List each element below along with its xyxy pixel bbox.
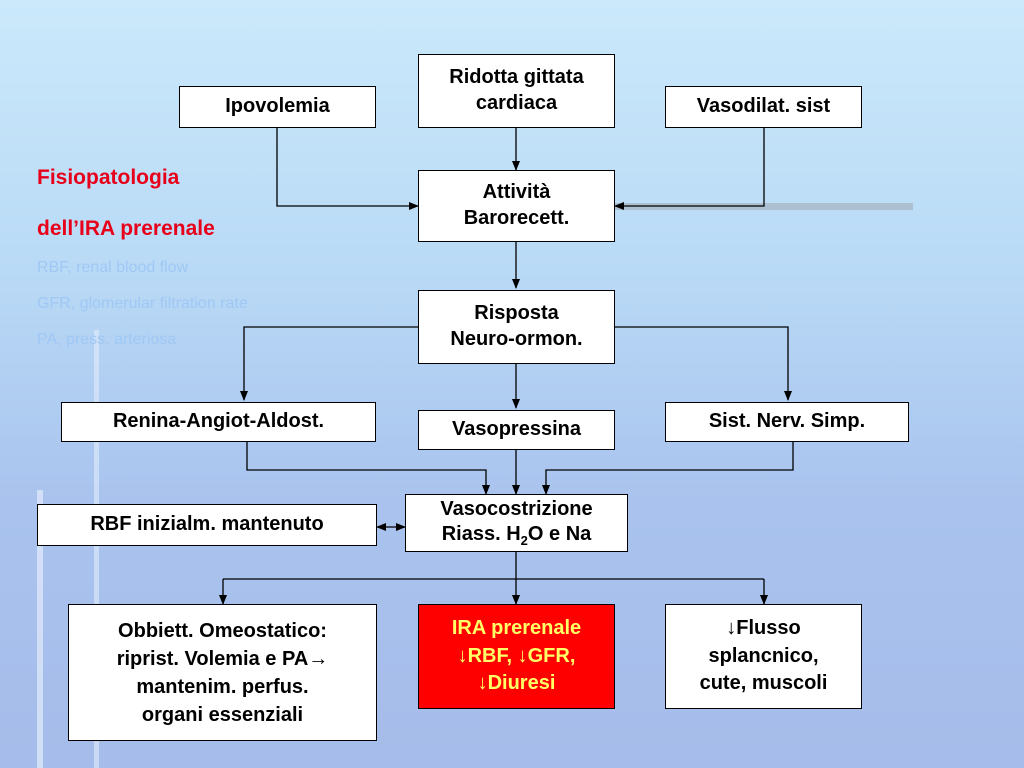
arrow-risposta-to-sistnerv	[615, 326, 792, 401]
abbrev-note-gfr: GFR, glomerular filtration rate	[37, 295, 248, 312]
box-text: Riass. H	[441, 522, 521, 545]
box-ira-prerenale: IRA prerenale ↓RBF, ↓GFR, ↓Diuresi	[418, 604, 615, 709]
subscript: 2	[520, 532, 528, 548]
box-ipovolemia: Ipovolemia	[179, 86, 376, 128]
box-text: mantenim. perfus.	[136, 675, 309, 698]
box-rbf-inizialm-mantenuto: RBF inizialm. mantenuto	[37, 504, 377, 546]
box-text: RBF inizialm. mantenuto	[90, 513, 324, 536]
box-flusso-splancnico: ↓Flusso splancnico, cute, muscoli	[665, 604, 862, 709]
box-sist-nerv-simp: Sist. Nerv. Simp.	[665, 402, 909, 442]
box-text: Ridotta gittata	[449, 66, 584, 89]
box-risposta-neuro-ormon: Risposta Neuro-ormon.	[418, 290, 615, 364]
slide-title-line1: Fisiopatologia	[37, 166, 180, 189]
box-text: Risposta	[474, 302, 559, 325]
box-text: Barorecett.	[463, 207, 570, 229]
box-text: cute, muscoli	[699, 672, 828, 695]
box-text: Vasodilat. sist	[696, 95, 831, 118]
box-text: Attività	[482, 181, 551, 204]
arrow-vasodilat-to-attivita	[614, 128, 765, 210]
arrow-risposta-to-renina	[240, 326, 418, 401]
box-text: cardiaca	[475, 92, 558, 114]
box-text: IRA prerenale	[451, 617, 582, 640]
arrow-sistnerv-to-vasocostrizione	[542, 442, 794, 495]
box-text: Vasopressina	[452, 418, 581, 441]
box-renina-angiot-aldost: Renina-Angiot-Aldost.	[61, 402, 376, 442]
slide-title-line2: dell’IRA prerenale	[37, 217, 215, 240]
box-text: ↓Diuresi	[477, 672, 556, 695]
box-text: splancnico,	[708, 644, 819, 667]
abbrev-note-pa: PA, press. arteriosa	[37, 331, 177, 348]
box-vasocostrizione: Vasocostrizione Riass. H2O e Na	[405, 494, 628, 552]
box-text: organi essenziali	[141, 703, 304, 726]
arrow-renina-to-vasocostrizione	[246, 442, 490, 495]
box-obbiett-omeostatico: Obbiett. Omeostatico: riprist. Volemia e…	[68, 604, 377, 741]
box-text: O e Na	[527, 522, 592, 545]
box-attivita-barorecett: Attività Barorecett.	[418, 170, 615, 242]
box-ridotta-gittata-cardiaca: Ridotta gittata cardiaca	[418, 54, 615, 128]
box-text: Renina-Angiot-Aldost.	[112, 410, 325, 433]
box-text-line2: Riass. H2O e Na	[442, 522, 592, 549]
box-text: ↓RBF, ↓GFR,	[457, 644, 576, 667]
box-text: Sist. Nerv. Simp.	[708, 410, 866, 433]
box-text: Obbiett. Omeostatico:	[118, 619, 327, 642]
abbrev-note-rbf: RBF, renal blood flow	[37, 259, 189, 276]
box-text: Vasocostrizione	[440, 498, 593, 521]
box-text: ↓Flusso	[726, 617, 801, 640]
box-vasopressina: Vasopressina	[418, 410, 615, 450]
arrow-ipovolemia-to-attivita	[276, 128, 419, 210]
box-text: riprist. Volemia e PA→	[116, 647, 329, 670]
box-text: Neuro-ormon.	[450, 328, 583, 350]
box-text: Ipovolemia	[225, 95, 330, 118]
box-vasodilat-sist: Vasodilat. sist	[665, 86, 862, 128]
